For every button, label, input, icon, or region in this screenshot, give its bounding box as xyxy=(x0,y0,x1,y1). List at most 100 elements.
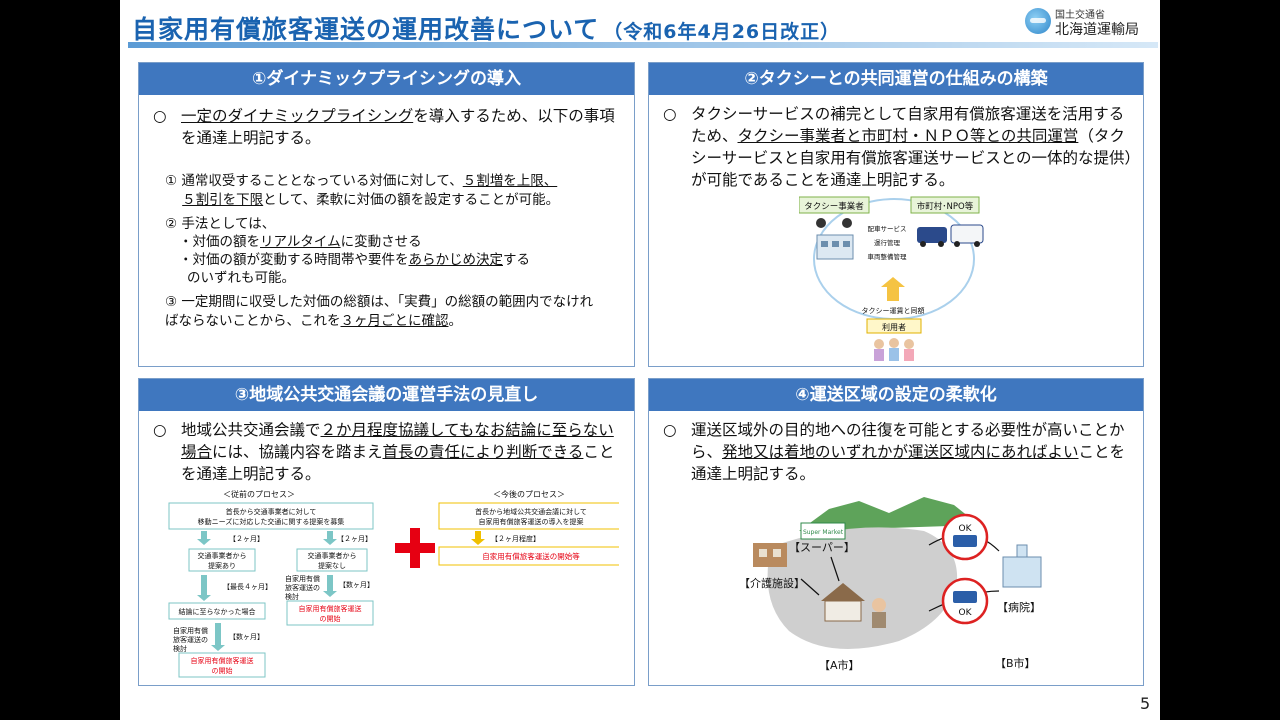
review-line2: 旅客運送の xyxy=(285,583,320,592)
ok-label-top: OK xyxy=(959,524,973,534)
joint-operation-diagram: タクシー事業者 市町村･NPO等 配車サービス 運行管理 車両整備管理 タクシー… xyxy=(799,196,984,361)
label-two-months-left: 【２ヶ月】 xyxy=(229,535,264,543)
panel-heading: ④運送区域の設定の柔軟化 xyxy=(649,379,1143,411)
users-group-icon xyxy=(874,338,914,361)
review-line3: 検討 xyxy=(285,592,299,601)
panel-heading: ②タクシーとの共同運営の仕組みの構築 xyxy=(649,63,1143,95)
panel-council-method: ③地域公共交通会議の運営手法の見直し ○ 地域公共交通会議で２か月程度協議しても… xyxy=(138,378,635,686)
user-label: 利用者 xyxy=(882,322,906,332)
proposal-no-box xyxy=(296,548,368,572)
panel-service-area: ④運送区域の設定の柔軟化 ○ 運送区域外の目的地への往復を可能とする必要性が高い… xyxy=(648,378,1144,686)
hospital-icon xyxy=(1002,544,1042,588)
old-top-box xyxy=(168,502,374,530)
label-several-months-right: 【数ヶ月】 xyxy=(339,580,374,589)
trip-arrow xyxy=(800,578,820,596)
ambulance-icon xyxy=(950,224,984,247)
area-a-region xyxy=(767,527,958,649)
start-right-line2: の開始 xyxy=(320,614,341,623)
item-1: ① 通常収受することとなっている対価に対して、５割増を上限、 ５割引を下限として… xyxy=(165,173,560,208)
fare-note: タクシー運賃と同額 xyxy=(862,306,925,315)
label-max-four-months: 【最長４ヶ月】 xyxy=(223,583,272,591)
new-start-label: 自家用有償旅客運送の開始等 xyxy=(482,551,580,561)
panel-dynamic-pricing: ①ダイナミックプライシングの導入 ○ 一定のダイナミックプライシングを導入するた… xyxy=(138,62,635,367)
slide: 自家用有償旅客運送の運用改善について（令和6年4月26日改正） 国土交通省 北海… xyxy=(120,0,1160,720)
arrow-icon xyxy=(471,531,485,545)
org-line2: 北海道運輸局 xyxy=(1055,22,1139,38)
user-box xyxy=(866,318,922,334)
panel-lead-text: ○ 地域公共交通会議で２か月程度協議してもなお結論に至らない場合には、協議内容を… xyxy=(153,421,615,483)
proposal-no-line1: 交通事業者から xyxy=(308,551,357,560)
supermarket-label: 【スーパー】 xyxy=(789,541,855,554)
arrow-icon xyxy=(197,531,211,545)
plus-icon xyxy=(395,528,435,568)
org-line1: 国土交通省 xyxy=(1055,10,1105,21)
no-conclusion-box xyxy=(168,602,266,620)
label-about-two-months: 【２ヶ月程度】 xyxy=(491,534,540,543)
proposal-yes-line1: 交通事業者から xyxy=(198,551,247,560)
role-dispatch: 配車サービス xyxy=(868,224,907,233)
old-top-line2: 移動ニーズに対応した交通に関する提案を募集 xyxy=(198,517,345,526)
item-2-line2: ・対価の額が変動する時間帯や要件をあらかじめ決定する xyxy=(179,252,530,268)
care-facility-icon xyxy=(753,543,787,567)
proposal-yes-line2: 提案あり xyxy=(208,561,236,570)
ministry-emblem-icon xyxy=(1025,8,1051,34)
ok-badge-top: OK xyxy=(941,513,989,561)
no-conclusion-label: 結論に至らなかった場合 xyxy=(179,607,256,616)
role-operation: 運行管理 xyxy=(874,238,901,247)
panel-lead-text: ○ タクシーサービスの補完として自家用有償旅客運送を活用するため、タクシー事業者… xyxy=(663,105,1133,189)
new-start-box xyxy=(438,546,619,566)
label-several-months-left: 【数ヶ月】 xyxy=(229,632,264,641)
home-icon xyxy=(821,583,865,622)
process-flow-diagram: ＜従前のプロセス＞ ＜今後のプロセス＞ 首長から交通事業者に対して 移動ニーズに… xyxy=(168,489,619,678)
municipality-label: 市町村･NPO等 xyxy=(917,201,974,212)
new-top-line1: 首長から地域公共交通会議に対して xyxy=(475,507,587,516)
panel-heading: ③地域公共交通会議の運営手法の見直し xyxy=(139,379,634,411)
ministry-logo: 国土交通省 北海道運輸局 xyxy=(1025,4,1160,40)
bullet-circle: ○ xyxy=(663,421,677,439)
review-left-line1: 自家用有償 xyxy=(173,626,208,635)
page-title: 自家用有償旅客運送の運用改善について（令和6年4月26日改正） xyxy=(132,15,841,44)
hospital-label: 【病院】 xyxy=(997,600,1041,614)
start-right-line1: 自家用有償旅客運送 xyxy=(299,604,362,613)
bullet-circle: ○ xyxy=(663,105,677,123)
city-b-label: 【B市】 xyxy=(995,656,1036,670)
review-left-line2: 旅客運送の xyxy=(173,635,208,644)
bullet-circle: ○ xyxy=(153,421,167,439)
ok-label-bottom: OK xyxy=(959,608,973,618)
taxi-operator-box xyxy=(799,196,870,214)
start-left-line2: の開始 xyxy=(212,666,233,675)
start-box-right xyxy=(286,600,374,626)
proposal-no-line2: 提案なし xyxy=(318,561,346,570)
elderly-person-icon xyxy=(872,598,886,628)
new-top-line2: 自家用有償旅客運送の導入を提案 xyxy=(479,517,584,526)
supermarket-icon: Super Market xyxy=(800,522,846,540)
arrow-icon xyxy=(211,623,225,651)
municipality-box xyxy=(910,196,980,214)
role-maintenance: 車両整備管理 xyxy=(868,252,908,261)
arrow-icon xyxy=(323,531,337,545)
taxi-operator-label: タクシー事業者 xyxy=(804,201,864,212)
new-process-title: ＜今後のプロセス＞ xyxy=(493,489,565,499)
van-icon xyxy=(917,227,947,247)
panel-heading: ①ダイナミックプライシングの導入 xyxy=(139,63,634,95)
panel-lead-text: ○ 一定のダイナミックプライシングを導入するため、以下の事項を通達上明記する。 xyxy=(153,107,615,147)
item-2-line1: ・対価の額をリアルタイムに変動させる xyxy=(179,234,422,250)
arrow-icon xyxy=(323,575,337,597)
up-arrow-icon xyxy=(881,277,905,301)
panel-joint-operation: ②タクシーとの共同運営の仕組みの構築 ○ タクシーサービスの補完として自家用有償… xyxy=(648,62,1144,367)
taxi-office-icon xyxy=(816,218,854,260)
review-line1: 自家用有償 xyxy=(285,574,320,583)
item-2-heading: ② 手法としては、 xyxy=(165,216,276,232)
item-3: ③ 一定期間に収受した対価の総額は、「実費」の総額の範囲内でなければならないこと… xyxy=(165,294,594,329)
arrow-icon xyxy=(197,575,211,601)
old-top-line1: 首長から交通事業者に対して xyxy=(226,507,317,516)
start-box-left xyxy=(178,652,266,678)
label-two-months-right: 【２ヶ月】 xyxy=(337,535,372,543)
panel-lead-text: ○ 運送区域外の目的地への往復を可能とする必要性が高いことから、発地又は着地のい… xyxy=(663,421,1126,483)
item-2-line3: のいずれも可能。 xyxy=(187,270,295,286)
proposal-yes-box xyxy=(188,548,256,572)
trip-arrow xyxy=(830,556,840,582)
page-number: 5 xyxy=(1140,694,1151,713)
start-left-line1: 自家用有償旅客運送 xyxy=(191,656,254,665)
new-top-box xyxy=(438,502,619,530)
